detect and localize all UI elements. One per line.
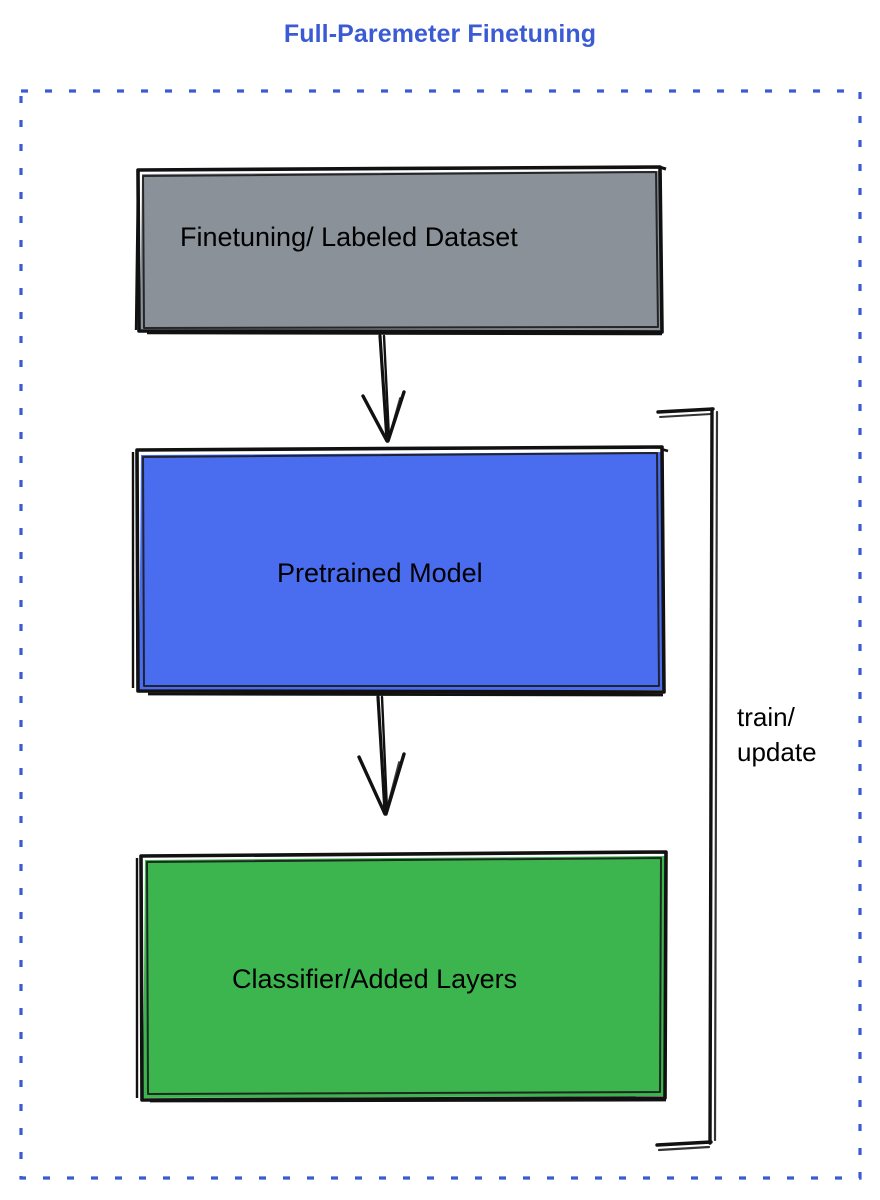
edge-pretrained-to-classifier: [357, 695, 406, 816]
node-pretrained-model-label: Pretrained Model: [277, 558, 483, 588]
feedback-loop-label-line2: update: [737, 736, 817, 767]
node-dataset-label: Finetuning/ Labeled Dataset: [180, 222, 518, 252]
node-classifier-hitbox[interactable]: [137, 852, 668, 1102]
node-dataset-hitbox[interactable]: [137, 167, 664, 335]
node-pretrained-model-hitbox[interactable]: [133, 447, 668, 696]
edge-dataset-to-pretrained: [361, 334, 406, 443]
feedback-loop-label: train/ update: [737, 700, 817, 770]
feedback-loop-label-line1: train/: [737, 702, 795, 732]
node-classifier-label: Classifier/Added Layers: [232, 964, 518, 994]
page-title: Full-Paremeter Finetuning: [283, 20, 597, 48]
